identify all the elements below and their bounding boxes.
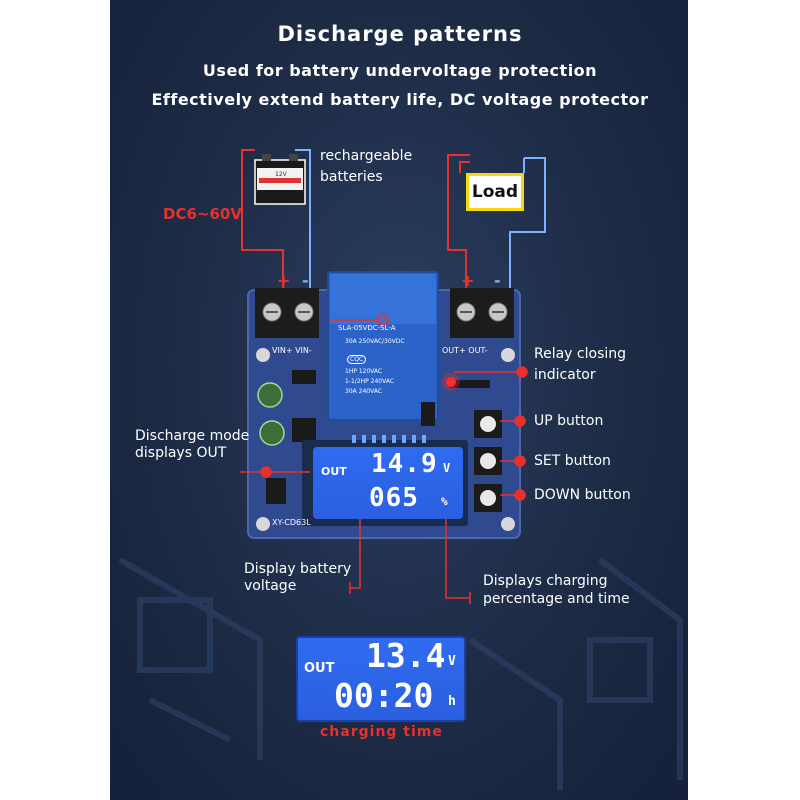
- relay-led: [446, 377, 456, 387]
- battery-label-line-1: rechargeable: [320, 148, 413, 164]
- down-button-callout: DOWN button: [534, 487, 631, 503]
- relay-text-6: 30A 240VAC: [345, 388, 383, 395]
- bottom-lcd-time-unit: h: [448, 694, 456, 709]
- output-minus-sign: -: [494, 271, 501, 290]
- output-plus-sign: +: [461, 271, 475, 290]
- set-button-callout: SET button: [534, 453, 611, 469]
- lcd-mode: OUT: [321, 465, 347, 478]
- input-terminal-block: [255, 288, 319, 338]
- model-label: XY-CD63L: [272, 518, 311, 527]
- relay-text-2: 30A 250VAC/30VDC: [345, 338, 405, 345]
- charging-callout-line-2: percentage and time: [483, 591, 630, 607]
- lcd-pins: [352, 435, 426, 443]
- relay-callout-line-2: indicator: [534, 367, 596, 383]
- bottom-lcd-time: 00:20: [334, 676, 434, 715]
- relay-text-4: 1HP 120VAC: [345, 368, 383, 375]
- vin-label: VIN+ VIN-: [272, 346, 312, 355]
- battery-voltage-callout-line-2: voltage: [244, 578, 297, 594]
- svg-text:12V: 12V: [275, 171, 288, 178]
- out-label: OUT+ OUT-: [442, 346, 488, 355]
- battery-label-line-2: batteries: [320, 169, 383, 185]
- load-box: Load: [466, 173, 524, 211]
- relay-text-1: SLA-05VDC-SL-A: [338, 324, 396, 332]
- input-plus-sign: +: [277, 271, 291, 290]
- relay-text-3: CQC: [347, 355, 367, 364]
- subtitle-line-2: Effectively extend battery life, DC volt…: [151, 90, 649, 109]
- charging-time-caption: charging time: [320, 724, 443, 740]
- lcd-percent: 065: [369, 483, 419, 513]
- lcd-percent-unit: %: [441, 495, 448, 508]
- board-buttons: [474, 410, 502, 512]
- capacitors: [257, 370, 490, 504]
- background-circuit-pattern: [118, 557, 683, 790]
- subtitle-line-1: Used for battery undervoltage protection: [202, 61, 598, 80]
- discharge-callout-line-1: Discharge mode: [135, 428, 250, 444]
- bottom-lcd: OUT 13.4 V 00:20 h: [296, 636, 466, 722]
- discharge-callout-line-2: displays OUT: [135, 445, 227, 461]
- charging-callout-line-1: Displays charging: [483, 573, 608, 589]
- relay-callout-line-1: Relay closing: [534, 346, 627, 362]
- input-minus-sign: -: [302, 271, 309, 290]
- battery-voltage-callout-line-1: Display battery: [244, 561, 352, 577]
- lcd-voltage-unit: V: [443, 461, 451, 475]
- bottom-lcd-mode: OUT: [304, 661, 335, 676]
- board-lcd: OUT 14.9 V 065 %: [313, 447, 463, 519]
- output-terminal-block: [450, 288, 514, 338]
- page-title: Discharge patterns: [277, 22, 523, 46]
- up-button-callout: UP button: [534, 413, 604, 429]
- voltage-range-label: DC6~60V: [163, 205, 242, 223]
- relay-text-5: 1-1/2HP 240VAC: [345, 378, 395, 385]
- battery-icon: 12V: [254, 154, 306, 205]
- relay-component: [327, 271, 439, 421]
- lcd-voltage: 14.9: [371, 449, 438, 479]
- bottom-lcd-voltage-unit: V: [448, 654, 456, 669]
- bottom-lcd-voltage: 13.4: [366, 636, 446, 675]
